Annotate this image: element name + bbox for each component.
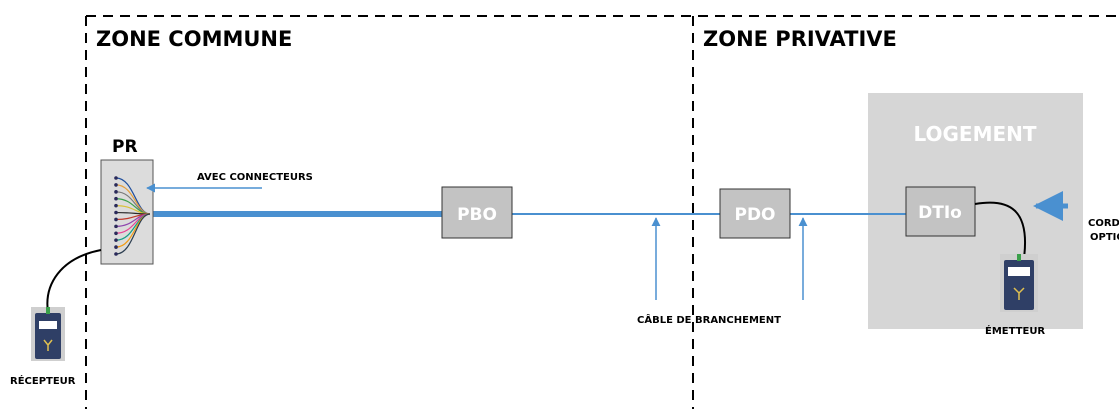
emetteur-label: ÉMETTEUR [985, 324, 1045, 337]
fiber-connector [114, 210, 118, 215]
receiver-cord [46, 249, 102, 313]
cordon-label-line2: OPTIQUE [1090, 232, 1119, 243]
fiber-connector [114, 196, 118, 201]
fiber-trunk [150, 211, 442, 217]
emitter-cord [974, 201, 1026, 259]
fiber-connector [114, 190, 118, 194]
cordon-label-line1: CORDON [1088, 218, 1119, 229]
fiber-connector [114, 217, 118, 222]
fiber-connector [114, 238, 118, 242]
dtio-box [905, 186, 976, 237]
recepteur-label: RÉCEPTEUR [10, 374, 76, 387]
fiber-connector [114, 176, 118, 180]
logement-label: LOGEMENT [913, 122, 1036, 146]
fiber-connector [114, 252, 118, 256]
avec-connecteurs-label: AVEC CONNECTEURS [197, 172, 313, 183]
fiber-connector [114, 245, 118, 249]
zone-commune-title: ZONE COMMUNE [96, 27, 292, 51]
fiber-connector [114, 231, 118, 236]
pbo-box [441, 186, 513, 239]
pr-fiber-fanout [114, 176, 151, 256]
emitter-device [1000, 254, 1038, 312]
zone-boundaries [85, 15, 1119, 409]
zone-privative-title: ZONE PRIVATIVE [703, 27, 897, 51]
pbo-label: PBO [457, 205, 497, 225]
fiber-strand [115, 213, 151, 255]
pdo-label: PDO [734, 205, 775, 225]
fiber-connector [114, 224, 118, 229]
pr-label: PR [112, 137, 138, 157]
fiber-connector [114, 203, 118, 208]
fiber-connector [114, 183, 118, 187]
dtio-label: DTIo [918, 203, 962, 223]
receiver-device [31, 307, 65, 361]
pdo-box [719, 188, 791, 239]
cable-branchement-label: CÂBLE DE BRANCHEMENT [637, 313, 781, 326]
